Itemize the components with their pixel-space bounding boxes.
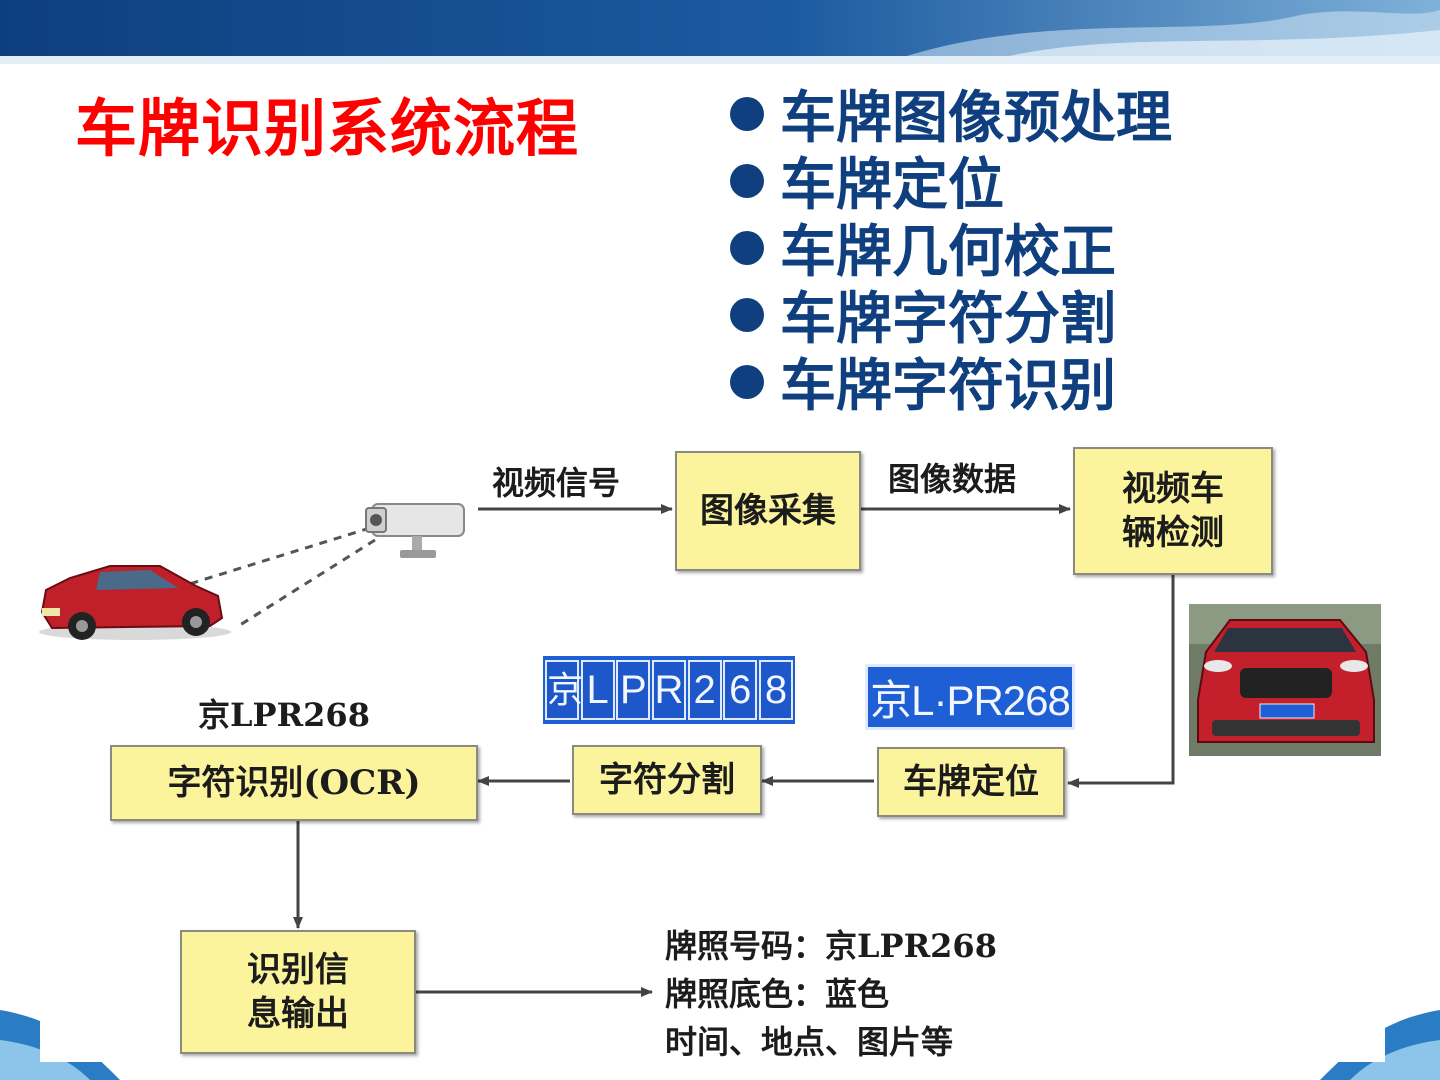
camera-sightline bbox=[170, 528, 370, 590]
vehicle-detect-box: 视频车 辆检测 bbox=[1073, 447, 1273, 575]
plate-char-segment: R bbox=[652, 660, 686, 720]
output-info-line: 牌照号码：京LPR268 bbox=[665, 922, 997, 970]
red-sedan-front-photo bbox=[1189, 604, 1381, 756]
plate-char-segment: L bbox=[581, 660, 615, 720]
segmented-plate: 京 L P R 2 6 8 bbox=[543, 656, 795, 724]
located-plate: 京L·PR268 bbox=[865, 664, 1075, 730]
plate-char-segment: 2 bbox=[688, 660, 722, 720]
plate-char-segment: P bbox=[616, 660, 650, 720]
video-signal-label: 视频信号 bbox=[492, 458, 620, 504]
image-data-label: 图像数据 bbox=[888, 454, 1016, 500]
arrow-to-plate-locate bbox=[1068, 574, 1173, 783]
ocr-box: 字符识别(OCR) bbox=[110, 745, 478, 821]
image-capture-box: 图像采集 bbox=[675, 451, 861, 571]
red-hatchback-car-icon bbox=[39, 566, 231, 640]
info-output-box: 识别信 息输出 bbox=[180, 930, 416, 1054]
plate-char-segment: 京 bbox=[545, 660, 579, 720]
plate-char-segment: 8 bbox=[759, 660, 793, 720]
camera-sightline bbox=[240, 540, 375, 625]
output-info-line: 时间、地点、图片等 bbox=[665, 1018, 997, 1066]
char-segment-box: 字符分割 bbox=[572, 745, 762, 815]
ocr-result-label: 京LPR268 bbox=[198, 690, 370, 736]
output-info-block: 牌照号码：京LPR268 牌照底色：蓝色 时间、地点、图片等 bbox=[665, 922, 997, 1066]
surveillance-camera-icon bbox=[366, 504, 464, 558]
output-info-line: 牌照底色：蓝色 bbox=[665, 970, 997, 1018]
plate-char-segment: 6 bbox=[723, 660, 757, 720]
plate-locate-box: 车牌定位 bbox=[877, 747, 1065, 817]
